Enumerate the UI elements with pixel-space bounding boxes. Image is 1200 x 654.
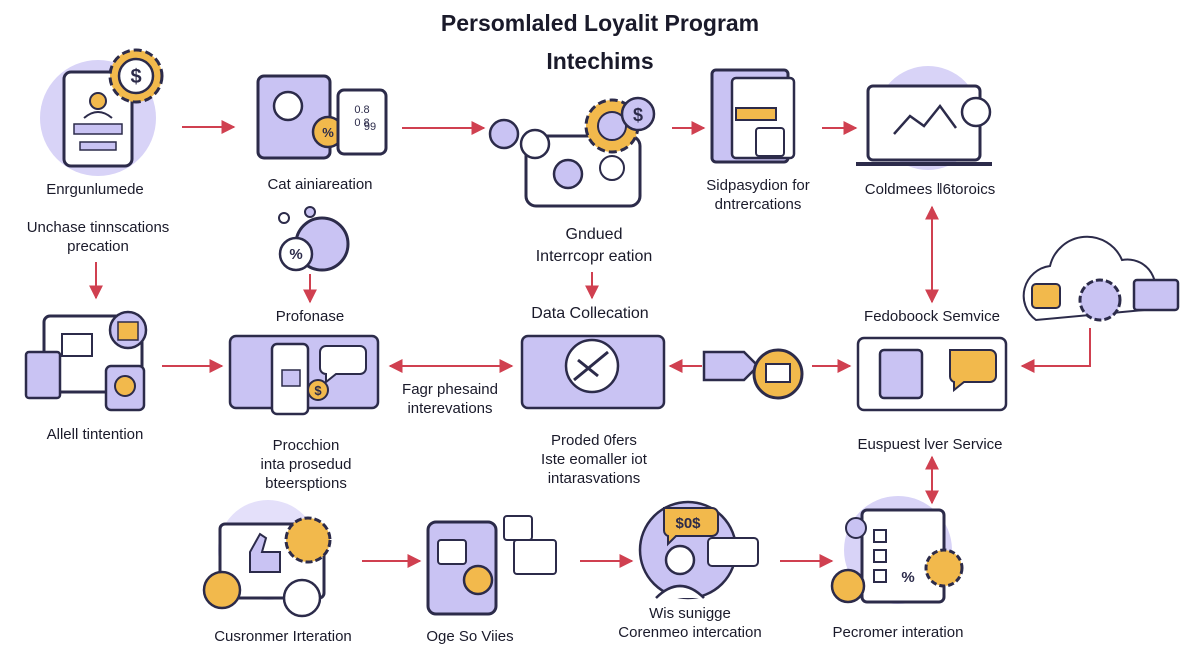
person-icon [664,544,696,576]
label-profonase: Profonase [275,308,345,325]
label-engagement: Enrgunlumede [46,181,144,198]
gear-dollar: $ [130,66,141,88]
engagement-illustration [40,48,164,176]
gear-icon [108,48,164,104]
small-number-2: 0 8 [354,117,369,129]
profonase-percent: % [289,246,302,263]
fagr-box [228,334,380,416]
guided-illustration [488,84,656,208]
badge-icon [462,564,494,596]
label-purchase-1: Unchase tinnscations [26,219,170,236]
guided-dollar: $ [633,105,643,125]
label-eusp: Euspuest lver Service [857,436,1003,453]
label-proded-1: Proded 0fers [551,432,637,449]
lock-icon [1031,283,1061,309]
customer-iteration-illustration [202,500,332,618]
gear-icon [1078,278,1122,322]
oge-illustration [426,515,557,616]
diagram-subtitle: Intechims [546,48,654,74]
handshake-icon [573,350,609,382]
small-number-1: 0.8 [354,104,369,116]
wis-illustration [638,500,759,600]
label-fagr-2: interevations [407,400,493,417]
label-categorization: Cat ainiareation [267,176,373,193]
label-pecromer: Pecromer interation [832,624,964,641]
label-wis-1: Wis sunigge [649,605,731,622]
label-purchase-2: precation [67,238,129,255]
arrow-cloud [1020,328,1091,373]
chart-icon [755,127,785,157]
fagr-dollar: $ [314,383,322,398]
small-number-3: 99 [364,121,376,133]
laptop-icon [866,84,982,162]
label-proded-2: Iste eomaller iot [541,451,647,468]
thumbs-up-icon [249,532,281,573]
pecromer-illustration [830,496,964,604]
profonase-illustration [278,206,350,272]
gear-icon [284,516,332,564]
label-guided-1: Gndued [565,226,623,243]
label-wis-2: Corenmeo intercation [618,624,762,641]
label-data-collection: Data Collecation [531,305,649,322]
label-sidepass-1: Sidpasydion for [706,177,810,194]
label-alert: Allell tintention [46,426,144,443]
sidepass-illustration [710,68,796,164]
label-fagr-1: Fagr phesaind [402,381,498,398]
label-proded-3: intarasvations [547,470,641,487]
speech-bubble-icon [949,349,997,393]
cart-medal-illustration [702,348,804,400]
pecromer-percent: % [901,569,914,586]
cart-icon [61,333,93,357]
categorization-illustration [256,74,388,160]
label-production-1: Procchion [272,437,340,454]
wis-sos: $0$ [675,515,701,532]
person-icon [272,90,304,122]
label-guided-2: Interrcopr eation [535,248,653,265]
badge-texts: $ $ % % $ % $0$ 0.8 0 8 99 [130,66,914,586]
label-sidepass-2: dntrercations [714,196,802,213]
label-production-2: inta prosedud [260,456,352,473]
data-collection-box [520,334,666,410]
label-production-3: bteersptions [265,475,347,492]
speech-bubble-icon [319,345,367,385]
person-icon [845,517,867,539]
feedback-box [856,336,1008,412]
label-oge: Oge So Viies [426,628,514,645]
categorization-percent: % [322,125,334,140]
label-feedback: Fedoboock Semvice [864,308,1000,325]
gear-icon [924,548,964,588]
connector-arrows [89,120,1091,568]
diagram-title: Persomlaled Loyalit Program [440,10,760,36]
cloud-illustration [1022,235,1180,322]
coldmees-illustration [856,66,992,170]
person-icon [202,570,242,610]
alert-illustration [24,310,148,412]
person-icon [552,158,584,190]
label-customer-iteration: Cusronmer Irteration [214,628,352,645]
label-coldmees: Coldmees ‖6toroics [864,181,996,198]
